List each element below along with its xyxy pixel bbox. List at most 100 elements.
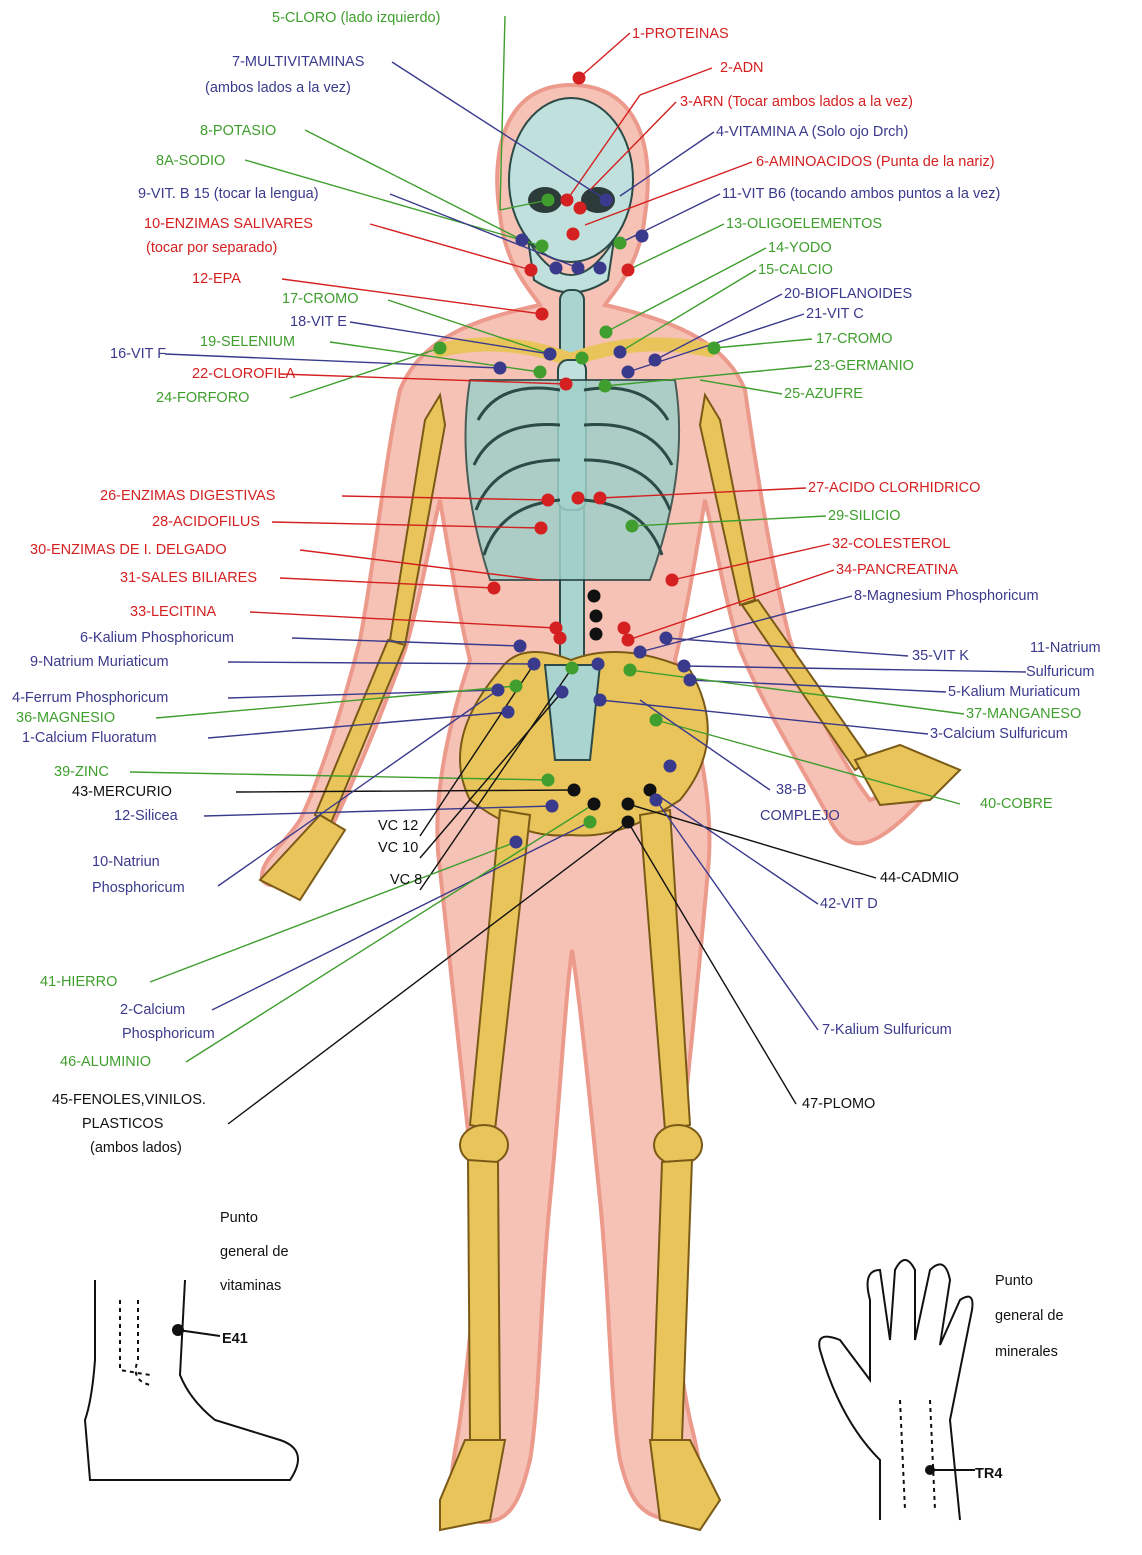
point-label-l42: 42-VIT D (820, 896, 878, 912)
acupoint-14 (572, 262, 585, 275)
point-label-l30: 30-ENZIMAS DE I. DELGADO (30, 542, 227, 558)
minerals-title-line2: general de (995, 1308, 1064, 1324)
point-label-l39: 39-ZINC (54, 764, 109, 780)
acupoint-13 (550, 262, 563, 275)
point-label-lm7: 7-Kalium Sulfuricum (822, 1022, 952, 1038)
acupoint-27 (560, 378, 573, 391)
acupoint-53 (684, 674, 697, 687)
point-label-lm11b: Sulfuricum (1026, 664, 1095, 680)
acupoint-3 (574, 202, 587, 215)
point-label-lm5: 5-Kalium Muriaticum (948, 684, 1080, 700)
point-label-lm6: 6-Kalium Phosphoricum (80, 630, 234, 646)
point-label-l38a: 38-B (776, 782, 807, 798)
point-label-l22: 22-CLOROFILA (192, 366, 295, 382)
point-label-l8: 8-POTASIO (200, 123, 276, 139)
acupoint-38 (618, 622, 631, 635)
acupoint-57 (650, 714, 663, 727)
point-label-l28: 28-ACIDOFILUS (152, 514, 260, 530)
point-label-l11: 11-VIT B6 (tocando ambos puntos a la vez… (722, 186, 1000, 202)
acupoint-51 (492, 684, 505, 697)
acupoint-25 (534, 366, 547, 379)
acupoint-6 (600, 194, 613, 207)
point-label-l40: 40-COBRE (980, 796, 1053, 812)
vitamins-title-line2: general de (220, 1244, 289, 1260)
acupoint-33 (626, 520, 639, 533)
acupoint-59 (568, 784, 581, 797)
point-label-l47: 47-PLOMO (802, 1096, 875, 1112)
acupoint-18 (614, 346, 627, 359)
acupoint-41 (590, 610, 603, 623)
point-label-l13: 13-OLIGOELEMENTOS (726, 216, 882, 232)
point-label-l37: 37-MANGANESO (966, 706, 1081, 722)
acupoint-35 (666, 574, 679, 587)
sacrum (545, 665, 600, 760)
minerals-title-line1: Punto (995, 1273, 1033, 1289)
acupoint-49 (624, 664, 637, 677)
point-label-l36: 36-MAGNESIO (16, 710, 115, 726)
acupoint-42 (590, 628, 603, 641)
hand-drawing (819, 1260, 972, 1520)
right-foot (650, 1440, 720, 1530)
point-label-l41: 41-HIERRO (40, 974, 117, 990)
point-label-lm9: 9-Natrium Muriaticum (30, 654, 169, 670)
point-label-lm10a: 10-Natriun (92, 854, 160, 870)
point-label-l45a: 45-FENOLES,VINILOS. (52, 1092, 206, 1108)
point-label-l17b: 17-CROMO (816, 331, 893, 347)
point-label-lm4: 4-Ferrum Phosphoricum (12, 690, 168, 706)
acupoint-31 (594, 492, 607, 505)
acupoint-22 (576, 352, 589, 365)
leader-line-21 (714, 339, 812, 348)
point-label-l9: 9-VIT. B 15 (tocar la lengua) (138, 186, 319, 202)
point-label-l4: 4-VITAMINA A (Solo ojo Drch) (716, 124, 908, 140)
point-label-lm2b: Phosphoricum (122, 1026, 215, 1042)
vitamins-title-line1: Punto (220, 1210, 258, 1226)
acupoint-66 (510, 836, 523, 849)
acupoint-26 (622, 366, 635, 379)
acupoint-5 (542, 194, 555, 207)
acupoint-2 (561, 194, 574, 207)
acupoint-11 (525, 264, 538, 277)
point-label-l18: 18-VIT E (290, 314, 347, 330)
acupoint-20 (708, 342, 721, 355)
point-label-lm12: 12-Silicea (114, 808, 179, 824)
point-label-l25: 25-AZUFRE (784, 386, 863, 402)
acupoint-67 (650, 794, 663, 807)
point-label-l14: 14-YODO (768, 240, 832, 256)
point-label-l43: 43-MERCURIO (72, 784, 172, 800)
point-label-l17a: 17-CROMO (282, 291, 359, 307)
acupoint-34 (488, 582, 501, 595)
ankle-drawing (85, 1280, 298, 1480)
acupoint-19 (434, 342, 447, 355)
point-label-l3: 3-ARN (Tocar ambos lados a la vez) (680, 94, 913, 110)
leader-line-2 (640, 68, 712, 95)
acupoint-28 (599, 380, 612, 393)
point-label-l10: 10-ENZIMAS SALIVARES (144, 216, 313, 232)
acupoint-23 (494, 362, 507, 375)
acupoint-7 (516, 234, 529, 247)
acupoint-52 (510, 680, 523, 693)
acupoint-9 (614, 237, 627, 250)
point-label-lvc12: VC 12 (378, 818, 418, 834)
point-label-l33: 33-LECITINA (130, 604, 217, 620)
acupoint-68 (664, 760, 677, 773)
acupoint-46 (528, 658, 541, 671)
point-label-lm3: 3-Calcium Sulfuricum (930, 726, 1068, 742)
point-label-l34: 34-PANCREATINA (836, 562, 958, 578)
acupoint-21 (544, 348, 557, 361)
point-label-lvc10: VC 10 (378, 840, 418, 856)
acupoint-50 (678, 660, 691, 673)
point-label-l12: 12-EPA (192, 271, 241, 287)
acupoint-24 (649, 354, 662, 367)
point-label-lm8: 8-Magnesium Phosphoricum (854, 588, 1039, 604)
acupoint-44 (634, 646, 647, 659)
acupoint-60 (546, 800, 559, 813)
acupoint-39 (622, 634, 635, 647)
point-label-l15: 15-CALCIO (758, 262, 833, 278)
acupoint-15 (594, 262, 607, 275)
acupoint-17 (600, 326, 613, 339)
point-label-l27: 27-ACIDO CLORHIDRICO (808, 480, 980, 496)
point-label-l23: 23-GERMANIO (814, 358, 914, 374)
left-tibia (468, 1160, 500, 1440)
vitamins-title-line3: vitaminas (220, 1278, 281, 1294)
point-label-l16: 16-VIT F (110, 346, 166, 362)
